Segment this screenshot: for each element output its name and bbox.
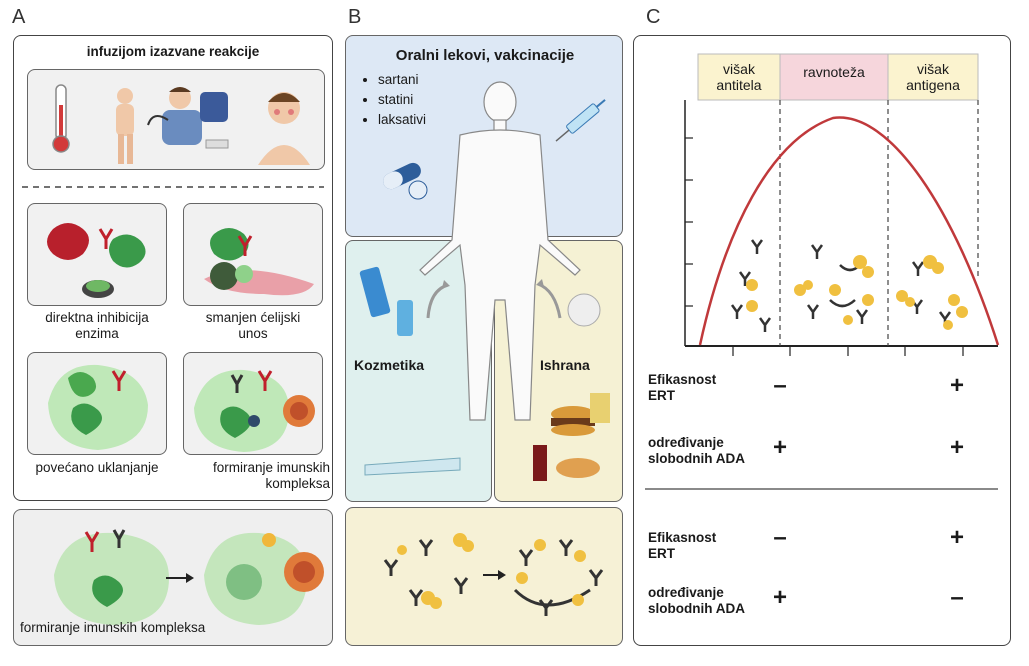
target-protein-shape	[109, 234, 146, 268]
infusion-reactions-title: infuzijom izazvane reakcije	[86, 44, 260, 59]
row-sign-left: +	[772, 584, 787, 611]
antibody-icon	[112, 529, 126, 548]
enzyme-shape	[47, 223, 89, 260]
immune-complex-formation-box	[13, 509, 333, 646]
panel-letter-a: A	[12, 6, 26, 28]
reduced-uptake-label: smanjen ćelijski unos	[205, 310, 301, 341]
face-with-rash-icon	[258, 92, 310, 165]
direct-inhibition-box	[27, 203, 167, 306]
oral-drug-item: laksativi	[378, 110, 426, 130]
direct-inhibition-label: direktna inhibicija enzima	[45, 310, 149, 341]
row-sign-right: –	[950, 584, 964, 611]
row-sign-right: +	[949, 434, 964, 461]
zone-label-equivalence: ravnoteža	[803, 64, 865, 80]
antibody-icon	[98, 228, 114, 249]
thermometer-icon	[52, 84, 70, 153]
oral-vaccine-title: Oralni lekovi, vakcinacije	[395, 47, 575, 64]
row-label-free-ada: određivanje slobodnih ADA	[648, 435, 745, 466]
immune-complex-ring-box	[345, 507, 623, 646]
macrophage-shape	[48, 364, 148, 450]
row-label-ert-efficacy: Efikasnost ERT	[648, 372, 717, 403]
row-sign-right: +	[949, 372, 964, 399]
row-sign-left: +	[772, 434, 787, 461]
immune-complex-label: formiranje imunskih kompleksa	[212, 460, 330, 491]
increased-clearance-label: povećano uklanjanje	[35, 460, 159, 475]
panel-letter-c: C	[646, 6, 661, 28]
oral-drug-list: sartani statini laksativi	[350, 70, 426, 130]
row-label-ert-efficacy: Efikasnost ERT	[648, 530, 717, 561]
row-label-free-ada: određivanje slobodnih ADA	[648, 585, 745, 616]
zone-label-antibody-excess: višak antitela	[716, 61, 762, 93]
nucleus-shape	[220, 406, 251, 438]
infusion-illustration	[52, 84, 310, 165]
infusion-illustration-box	[27, 69, 325, 170]
zone-label-antigen-excess: višak antigena	[906, 61, 960, 93]
immune-complex-box	[183, 352, 323, 455]
antibody-icon	[257, 370, 273, 391]
cosmetics-label: Kozmetika	[354, 357, 425, 373]
antibody-icon	[84, 531, 100, 552]
oral-drug-item: statini	[378, 90, 426, 110]
bottom-immune-complex-label: formiranje imunskih kompleksa	[20, 620, 206, 635]
oral-vaccine-box	[345, 35, 623, 237]
person-standing-icon	[116, 88, 134, 164]
panel-letter-b: B	[348, 6, 362, 28]
nucleus-shape	[71, 403, 102, 435]
antibody-icon	[111, 370, 127, 391]
antibody-icon	[230, 374, 244, 393]
nutrition-label: Ishrana	[540, 357, 590, 373]
increased-clearance-box	[27, 352, 167, 455]
row-sign-right: +	[949, 524, 964, 551]
reduced-uptake-box	[183, 203, 323, 306]
person-with-bp-monitor-icon	[147, 87, 229, 149]
row-sign-left: –	[773, 524, 787, 551]
antibody-icon	[237, 235, 253, 256]
oral-drug-item: sartani	[378, 70, 426, 90]
row-sign-left: –	[773, 372, 787, 399]
